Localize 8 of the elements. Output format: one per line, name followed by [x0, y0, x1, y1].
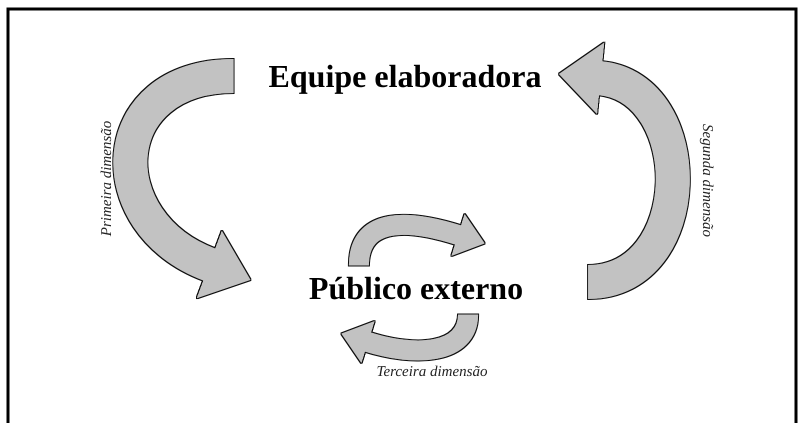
curved-block-arrow: [114, 59, 249, 297]
node-text: Público externo: [308, 270, 524, 306]
edge-label: Primeira dimensão: [100, 120, 116, 236]
curved-block-arrow: [348, 214, 485, 266]
node-text: Equipe elaboradora: [268, 58, 542, 94]
edge-label: Terceira dimensão: [376, 364, 488, 380]
edge-label: Segunda dimensão: [698, 124, 714, 236]
curved-block-arrow: [341, 313, 478, 364]
